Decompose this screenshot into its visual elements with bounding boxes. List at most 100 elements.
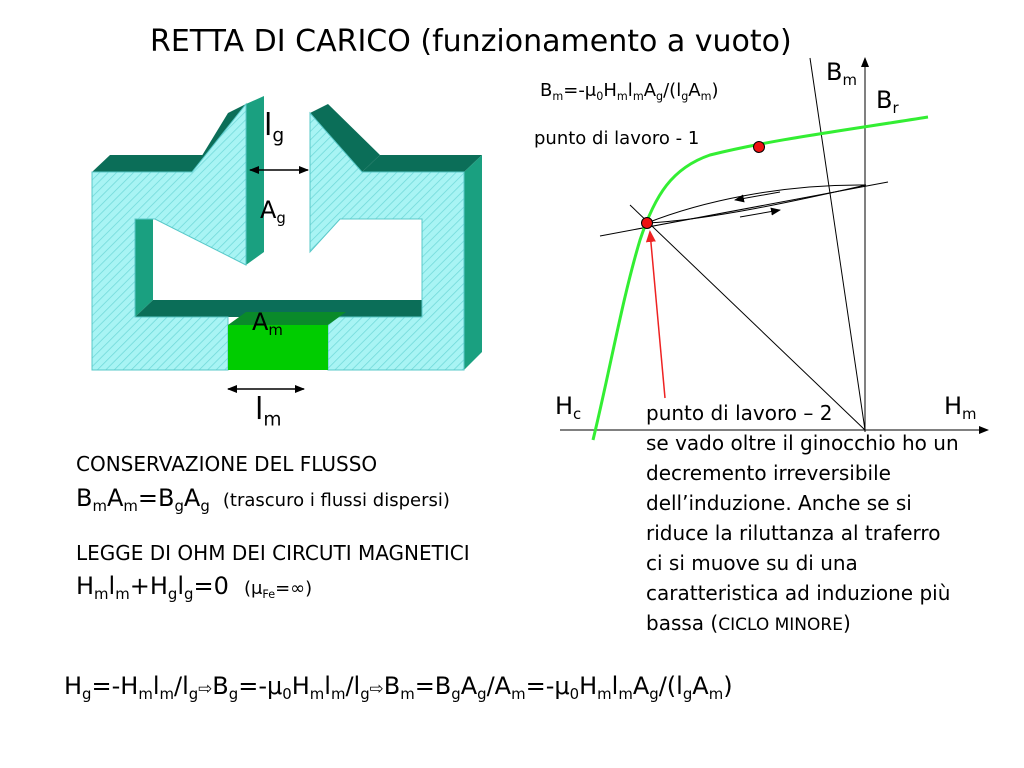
equation-term: =-μ <box>563 80 597 101</box>
equation-term: =∞) <box>275 578 313 599</box>
minor-loop <box>646 184 867 224</box>
subscript: m <box>632 89 644 103</box>
subscript: g <box>82 685 92 704</box>
subscript: g <box>649 685 659 704</box>
core-bottom-inner-top <box>135 300 440 317</box>
subscript: g <box>477 685 487 704</box>
subscript: g <box>681 89 689 103</box>
bh-curve <box>591 115 929 441</box>
equation-term: /(l <box>663 80 682 101</box>
equation-term: H <box>579 672 598 700</box>
equation-term: =-H <box>91 672 139 700</box>
equation-term: (μ <box>243 578 263 599</box>
subscript: m <box>159 685 175 704</box>
equation-term: B <box>540 80 553 101</box>
equation-term: /A <box>486 672 512 700</box>
load-line-1 <box>809 57 866 431</box>
core-top-right-face <box>362 155 482 172</box>
equation-term: =B <box>137 484 175 512</box>
equation-term: A <box>183 484 201 512</box>
flux-note: (trascuro i flussi dispersi) <box>222 490 450 511</box>
page-title: RETTA DI CARICO (funzionamento a vuoto) <box>150 24 792 59</box>
subscript: m <box>708 685 724 704</box>
flux-heading: CONSERVAZIONE DEL FLUSSO <box>76 452 378 476</box>
equation-term: ⇨ <box>198 678 213 698</box>
equation-term: l <box>152 672 160 700</box>
explanation-line: riduce la riluttanza al traferro <box>646 521 941 545</box>
explanation-line: decremento irreversibile <box>646 461 891 485</box>
ohm-row: Hmlm+Hglg=0 (μFe=∞) <box>76 572 313 604</box>
magnet-area-label: Am <box>252 308 283 340</box>
subscript: m <box>511 685 526 704</box>
equation-term: =0 <box>193 572 229 600</box>
subscript: g <box>228 685 239 704</box>
subscript: 0 <box>282 685 292 704</box>
subscript: m <box>115 585 130 604</box>
subscript: m <box>616 89 628 103</box>
subscript: g <box>174 497 184 516</box>
subscript: m <box>552 89 564 103</box>
equation-term: B <box>76 484 93 512</box>
load-line-2 <box>629 204 866 431</box>
working-point-2-marker <box>641 217 653 229</box>
magnet-block <box>228 325 328 370</box>
equation-term: =-μ <box>238 672 283 700</box>
gap-area-label: Ag <box>260 196 286 228</box>
equation-term: l <box>177 572 184 600</box>
core-right-pole-top-face <box>310 104 380 172</box>
explanation-line: dell’induzione. Anche se si <box>646 491 912 515</box>
core-right-side-face <box>464 155 482 370</box>
subscript: g <box>360 685 370 704</box>
core-left-front <box>91 102 247 371</box>
equation-term: ) <box>723 672 733 700</box>
equation-term: l <box>627 80 633 101</box>
subscript: g <box>188 685 199 704</box>
equation-term: A <box>692 672 709 700</box>
hc-label: Hc <box>555 392 582 424</box>
core-right-front <box>309 111 465 371</box>
subscript: m <box>309 685 325 704</box>
working-point-1-marker <box>753 141 765 153</box>
explanation-line: se vado oltre il ginocchio ho un <box>646 431 959 455</box>
equation-term: l <box>324 672 331 700</box>
subscript: m <box>618 685 633 704</box>
gap-length-label: lg <box>264 108 285 147</box>
load-line-formula: Bm=-μ0HmlmAg/(lgAm) <box>540 80 719 103</box>
magnetic-core <box>91 96 482 371</box>
subscript: g <box>167 585 178 604</box>
subscript: g <box>682 685 693 704</box>
subscript: m <box>123 497 138 516</box>
subscript: m <box>138 685 153 704</box>
ohm-note: (μFe=∞) <box>243 578 313 601</box>
bh-diagram <box>560 57 989 441</box>
working-point-2-pointer <box>645 230 666 399</box>
subscript: g <box>451 685 461 704</box>
flux-row: BmAm=BgAg (trascuro i flussi dispersi) <box>76 484 450 516</box>
subscript: g <box>656 89 664 103</box>
equation-term: A <box>632 672 650 700</box>
ohm-equation: Hmlm+Hglg=0 <box>76 572 229 604</box>
explanation-line: caratteristica ad induzione più <box>646 581 951 605</box>
core-top-left-face <box>92 155 210 172</box>
br-label: Br <box>876 86 899 118</box>
core-gap-left-side <box>246 96 264 265</box>
subscript: m <box>400 685 415 704</box>
subscript: 0 <box>569 685 580 704</box>
equation-term: /(l <box>658 672 683 700</box>
equation-term: +H <box>129 572 168 600</box>
subscript: m <box>700 89 712 103</box>
subscript: g <box>184 585 194 604</box>
loop-arrow-upper <box>734 191 781 203</box>
subscript: m <box>597 685 612 704</box>
equation-term: H <box>291 672 310 700</box>
magnet-length-label: lm <box>255 392 282 431</box>
equation-term: A <box>688 80 701 101</box>
equation-term: /l <box>174 672 189 700</box>
subscript: Fe <box>262 587 276 601</box>
working-point-1-label: punto di lavoro - 1 <box>534 128 700 149</box>
bm-axis-label: Bm <box>826 58 857 90</box>
equation-term: A <box>460 672 478 700</box>
flux-equation: BmAm=BgAg <box>76 484 210 516</box>
equation-term: =-μ <box>525 672 570 700</box>
